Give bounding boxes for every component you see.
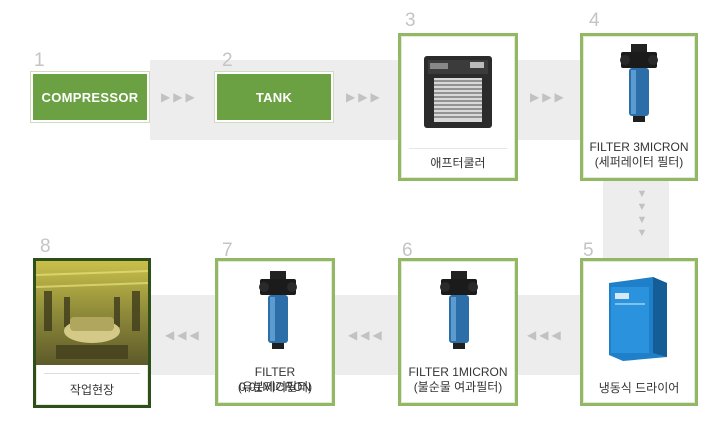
arrow-right-2: ▶▶▶ xyxy=(346,90,383,104)
filter-3micron-label-line2: (세퍼레이터 필터) xyxy=(594,155,684,169)
worksite-label: 작업현장 xyxy=(69,383,115,397)
filter-001micron-label-line2: (유분제거필터) xyxy=(237,380,313,394)
compressor-node: COMPRESSOR xyxy=(30,71,150,123)
filter-001micron-node: FILTER 0.01MICRON (유분제거필터) xyxy=(215,258,335,406)
flow-band-right xyxy=(603,175,669,265)
tank-node: TANK xyxy=(214,71,334,123)
step-number-7: 7 xyxy=(222,240,233,261)
step-number-5: 5 xyxy=(583,240,594,261)
filter-1micron-label-line1: FILTER 1MICRON xyxy=(408,365,508,379)
aftercooler-node: 애프터쿨러 xyxy=(398,33,518,181)
filter-001micron-label-line1: FILTER 0.01MICRON xyxy=(238,365,312,394)
arrow-right-1: ▶▶▶ xyxy=(161,90,198,104)
filter-1micron-image xyxy=(440,271,478,349)
step-number-8: 8 xyxy=(40,236,51,257)
step-number-2: 2 xyxy=(222,50,233,71)
filter-3micron-image xyxy=(620,44,658,122)
worksite-node: 작업현장 xyxy=(33,258,151,408)
step-number-6: 6 xyxy=(402,240,413,261)
filter-3micron-node: FILTER 3MICRON (세퍼레이터 필터) xyxy=(580,33,698,181)
aftercooler-image xyxy=(424,56,492,128)
worksite-image xyxy=(36,261,148,365)
arrow-left-2: ◀◀◀ xyxy=(348,328,385,342)
filter-1micron-label-line2: (불순물 여과필터) xyxy=(413,380,503,394)
step-number-1: 1 xyxy=(34,50,45,71)
filter-1micron-node: FILTER 1MICRON (불순물 여과필터) xyxy=(398,258,518,406)
refrigerated-dryer-label: 냉동식 드라이어 xyxy=(598,381,680,395)
arrow-left-3: ◀◀◀ xyxy=(165,328,202,342)
filter-3micron-label-line1: FILTER 3MICRON xyxy=(589,140,689,154)
refrigerated-dryer-node: 냉동식 드라이어 xyxy=(580,258,698,406)
step-number-3: 3 xyxy=(405,10,416,31)
filter-001micron-image xyxy=(259,271,297,349)
aftercooler-label: 애프터쿨러 xyxy=(430,156,486,170)
arrow-left-1: ◀◀◀ xyxy=(527,328,564,342)
arrow-right-3: ▶▶▶ xyxy=(530,90,567,104)
arrow-down: ▼▼▼▼ xyxy=(636,188,648,239)
step-number-4: 4 xyxy=(589,10,600,31)
refrigerated-dryer-image xyxy=(609,277,667,361)
